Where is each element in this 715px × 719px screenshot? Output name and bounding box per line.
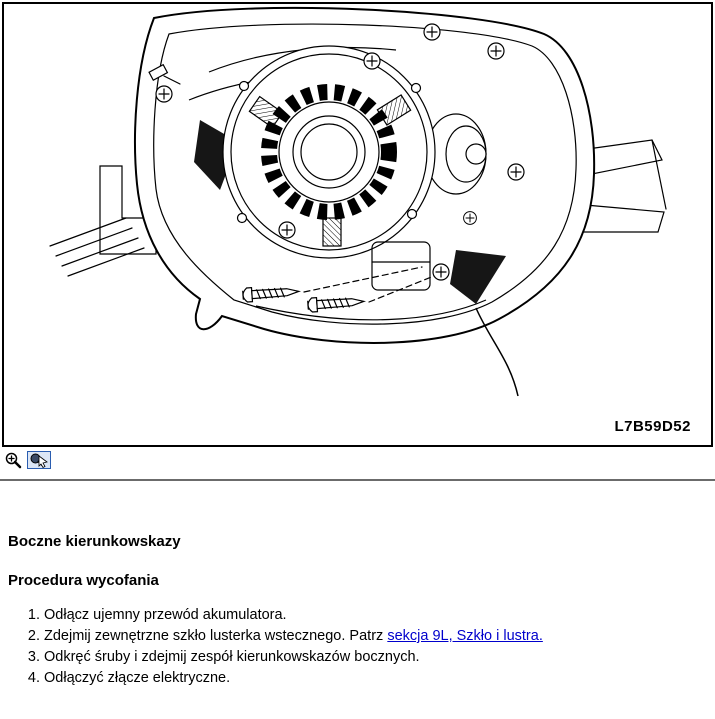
procedure-step: Odkręć śruby i zdejmij zespół kierunkows… — [44, 647, 715, 668]
procedure-step: Zdejmij zewnętrzne szkło lusterka wstecz… — [44, 626, 715, 647]
step-text: Odkręć śruby i zdejmij zespół kierunkows… — [44, 649, 420, 665]
procedure-title: Procedura wycofania — [8, 572, 159, 589]
zoom-in-icon[interactable] — [3, 451, 23, 469]
viewer-toolbar — [3, 450, 715, 470]
step-text: Odłącz ujemny przewód akumulatora. — [44, 607, 287, 623]
procedure-step: Odłącz ujemny przewód akumulatora. — [44, 605, 715, 626]
section-reference-link[interactable]: sekcja 9L, Szkło i lustra. — [387, 628, 543, 644]
procedure-steps: Odłącz ujemny przewód akumulatora. Zdejm… — [0, 605, 715, 689]
diagram-illustration — [49, 6, 667, 397]
step-text: Zdejmij zewnętrzne szkło lusterka wstecz… — [44, 628, 388, 644]
step-text: Odłączyć złącze elektryczne. — [44, 670, 231, 686]
figure-panel: L7B59D52 — [2, 2, 713, 447]
section-title: Boczne kierunkowskazy — [8, 533, 181, 550]
procedure-step: Odłączyć złącze elektryczne. — [44, 668, 715, 689]
divider — [0, 479, 715, 481]
zoom-select-icon[interactable] — [27, 451, 51, 469]
figure-label: L7B59D52 — [614, 418, 691, 435]
